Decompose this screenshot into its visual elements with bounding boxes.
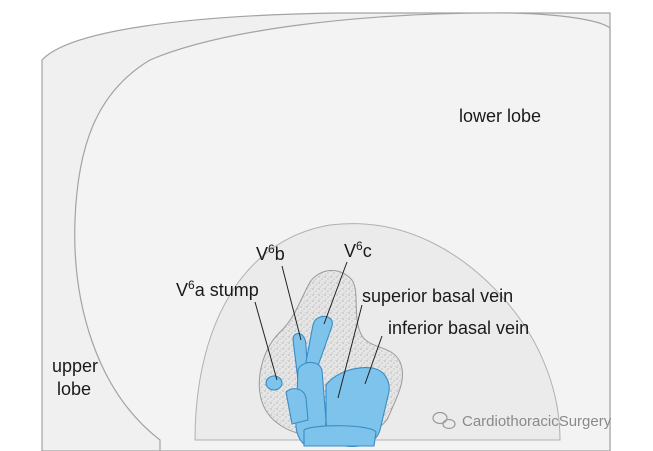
inferior-basal-vein-leader — [364, 335, 383, 385]
wechat-icon — [432, 411, 456, 430]
v6c-label: V6c — [344, 239, 372, 261]
v6a-leader — [254, 301, 278, 381]
leader-lines — [254, 261, 383, 399]
superior-basal-vein-label: superior basal vein — [362, 286, 514, 306]
v6a-stump-shape — [265, 375, 283, 391]
lower-lobe-label: lower lobe — [459, 106, 542, 126]
vein-trunk-base — [303, 425, 377, 447]
vein-confluence — [285, 388, 309, 425]
v6a-stump-label: V6a stump — [176, 278, 259, 300]
upper-lobe-label-line2: lobe — [57, 379, 92, 399]
vein-system — [265, 315, 390, 448]
upper-lobe-label-line1: upper — [52, 356, 99, 376]
v6b-leader — [281, 265, 302, 341]
v6b-label: V6b — [256, 242, 285, 264]
watermark-text: CardiothoracicSurgery — [462, 413, 612, 430]
v6c-leader — [323, 261, 348, 325]
superior-basal-vein-leader — [337, 304, 363, 399]
inferior-basal-vein-label: inferior basal vein — [388, 318, 530, 338]
